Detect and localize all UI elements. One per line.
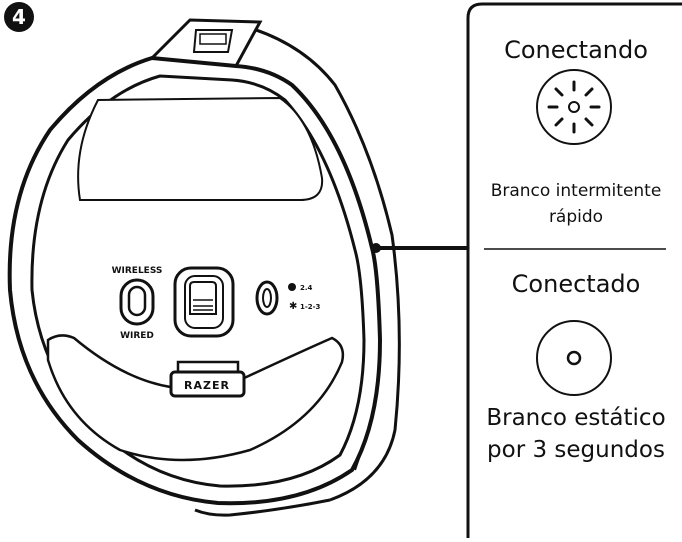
state-connecting-title: Conectando xyxy=(504,36,648,64)
status-panel-frame xyxy=(466,2,682,538)
power-switch: WIRELESS WIRED xyxy=(112,266,163,341)
switch-label-wired: WIRED xyxy=(120,331,154,341)
step-badge: 4 xyxy=(4,2,34,32)
optical-sensor xyxy=(173,266,235,338)
state-connecting-line1: Branco intermitente xyxy=(490,181,662,201)
state-connecting-line2: rápido xyxy=(548,207,604,227)
blinking-light-icon xyxy=(536,69,612,145)
steady-light-icon xyxy=(536,320,612,396)
state-connecting-description: Branco intermitente rápido xyxy=(470,178,682,230)
state-connected-title: Conectado xyxy=(511,270,641,298)
state-connected-line2: por 3 segundos xyxy=(487,437,665,463)
mouse-top-cap xyxy=(148,18,263,68)
state-connected-line1: Branco estático xyxy=(486,405,666,431)
glide-pad-top xyxy=(77,96,324,201)
switch-label-wireless: WIRELESS xyxy=(112,266,163,276)
razer-logo-plate: RAZER xyxy=(169,360,246,398)
bluetooth-icon: ✱ xyxy=(289,301,297,312)
mouse-side-back xyxy=(194,498,331,517)
mode-label-24: 2.4 xyxy=(300,284,313,292)
logo-text: RAZER xyxy=(184,379,230,392)
callout-pointer xyxy=(371,243,468,253)
step-number: 4 xyxy=(12,5,26,29)
mode-label-bt: 1-2-3 xyxy=(300,303,321,311)
pairing-button xyxy=(255,280,279,316)
state-connected-description: Branco estático por 3 segundos xyxy=(470,402,682,466)
glide-pad-bottom xyxy=(46,334,345,462)
wireless-dongle-icon xyxy=(288,283,296,291)
mouse-side-shell xyxy=(235,22,401,502)
mode-indicators: 2.4 ✱ 1-2-3 xyxy=(288,283,321,312)
